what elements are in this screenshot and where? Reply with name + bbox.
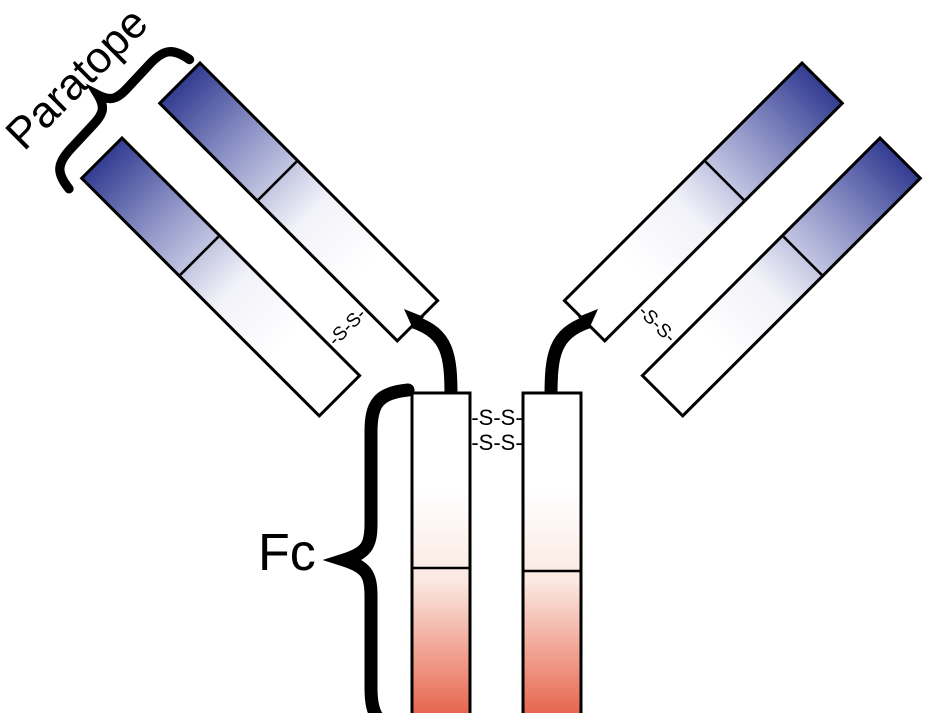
right-hinge-curve (544, 315, 591, 398)
disulfide-bond-label-hinge-lower: -S-S- (471, 430, 522, 455)
right-heavy-chain-domain-divider (704, 160, 745, 201)
fc-heavy-chain-right-bar (521, 391, 583, 713)
fc-heavy-chain-left-bar (410, 391, 472, 713)
left-fab-arm (79, 60, 440, 419)
left-light-chain-bar (79, 135, 362, 419)
right-hinge-arrowhead-icon (578, 309, 598, 329)
right-fab-arm (562, 60, 923, 419)
left-hinge-arrowhead-icon (404, 309, 424, 329)
fc-brace (322, 383, 415, 713)
left-heavy-chain-domain-divider (257, 160, 298, 201)
left-light-chain-domain-divider (179, 235, 220, 276)
disulfide-bond-label-hinge-upper: -S-S- (471, 405, 522, 430)
left-hinge-curve (411, 315, 458, 398)
fc-label: Fc (258, 524, 316, 582)
disulfide-bond-label-right-arm: -S-S- (634, 301, 680, 347)
right-light-chain-domain-divider (782, 235, 823, 276)
fc-stem (410, 391, 583, 713)
disulfide-bond-label-left-arm: -S-S- (324, 304, 370, 350)
paratope-brace (55, 47, 195, 194)
right-light-chain-bar (640, 135, 923, 419)
